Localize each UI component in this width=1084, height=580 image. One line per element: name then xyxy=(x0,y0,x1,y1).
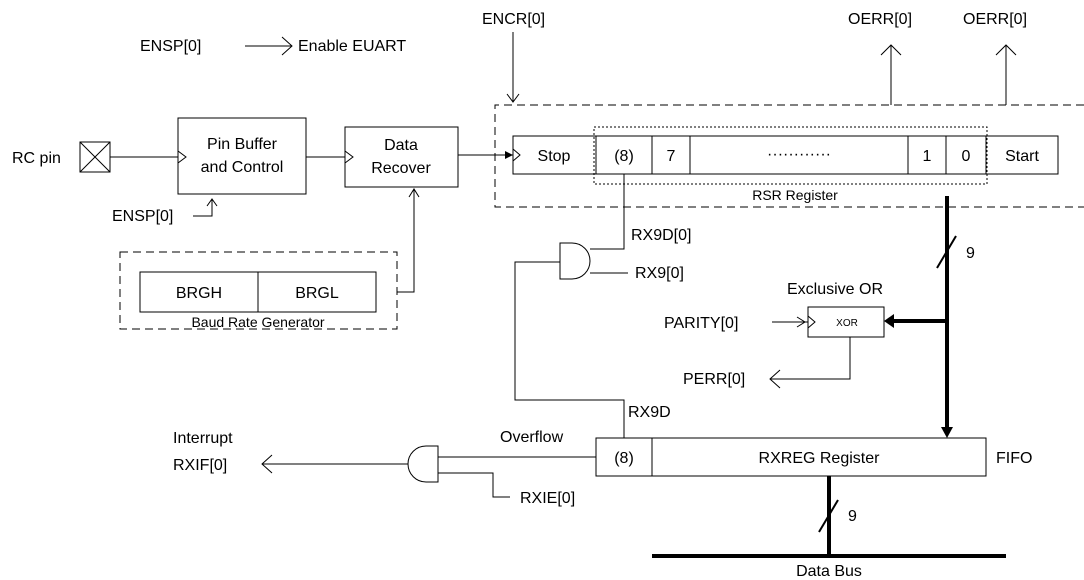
data-recover-label-2: Recover xyxy=(371,160,431,177)
encr-label: ENCR[0] xyxy=(482,11,545,28)
rc-pin-cross-b xyxy=(79,141,111,173)
interrupt-arrowhead xyxy=(261,454,273,474)
perr-label: PERR[0] xyxy=(683,371,745,388)
rsr-bit0-cell xyxy=(945,135,987,175)
rsr-start-cell xyxy=(985,135,1059,175)
baud-rate-generator-frame xyxy=(119,251,398,330)
rsr-start-label: Start xyxy=(1005,148,1039,165)
brg-to-recover-line xyxy=(397,190,415,293)
rxie-line xyxy=(438,472,510,498)
xor-clock-mark xyxy=(807,315,816,329)
rsr-to-rxreg-arrowhead xyxy=(941,427,953,438)
rsr-bit0-label: 0 xyxy=(962,148,971,165)
parity-label: PARITY[0] xyxy=(664,315,738,332)
brg-to-recover-arrowhead xyxy=(408,188,420,198)
oerr-label-1: OERR[0] xyxy=(848,11,912,28)
enable-arrow-head xyxy=(281,36,293,56)
rsr-bit1-cell xyxy=(907,135,947,175)
rsr-dots-label: ············ xyxy=(767,146,831,163)
pin-buffer-clock-mark xyxy=(177,150,187,164)
rsr-input-clock-mark xyxy=(512,148,521,162)
data-bus-label: Data Bus xyxy=(796,563,862,580)
brgl-box xyxy=(257,271,377,313)
and-output-to-rxreg-line xyxy=(514,261,625,438)
bus-width-label-1: 9 xyxy=(966,245,975,262)
xor-to-perr-line xyxy=(770,337,851,380)
rc-pin-label: RC pin xyxy=(12,150,61,167)
rxreg-bit8-label: (8) xyxy=(614,450,634,467)
brgh-label: BRGH xyxy=(176,285,222,302)
xor-label: XOR xyxy=(836,318,858,329)
ensp-bottom-arrowhead xyxy=(206,198,218,207)
data-recover-clock-mark xyxy=(344,150,354,164)
data-recover-label-1: Data xyxy=(384,137,418,154)
exclusive-or-label: Exclusive OR xyxy=(787,281,883,298)
rsr-bit7-label: 7 xyxy=(667,148,676,165)
bus-width-label-2: 9 xyxy=(848,508,857,525)
rxreg-register-cell xyxy=(651,437,987,477)
rx9-label: RX9[0] xyxy=(635,265,684,282)
encr-arrowhead xyxy=(506,93,520,103)
fifo-label: FIFO xyxy=(996,450,1032,467)
rsr-stop-label: Stop xyxy=(538,148,571,165)
bus-to-xor-arrowhead xyxy=(884,314,894,328)
rxreg-bit8-cell xyxy=(595,437,653,477)
rx9d0-line xyxy=(590,174,625,250)
data-recover-box xyxy=(344,126,459,188)
rsr-bit1-label: 1 xyxy=(923,148,932,165)
interrupt-label: Interrupt xyxy=(173,430,233,447)
perr-arrowhead xyxy=(769,369,781,389)
oerr-arrowhead-1 xyxy=(880,44,902,56)
oerr-label-2: OERR[0] xyxy=(963,11,1027,28)
rxif-label: RXIF[0] xyxy=(173,457,227,474)
bus-width-slash-1 xyxy=(936,235,957,269)
rsr-bit8-label: (8) xyxy=(614,148,634,165)
rsr-stop-cell xyxy=(512,135,597,175)
ensp-top-label: ENSP[0] xyxy=(140,38,201,55)
rsr-register-label: RSR Register xyxy=(752,187,838,203)
rsr-bit7-cell xyxy=(651,135,691,175)
brgh-box xyxy=(139,271,259,313)
brgl-label: BRGL xyxy=(295,285,339,302)
overflow-label: Overflow xyxy=(500,429,564,446)
interrupt-and-gate xyxy=(407,445,439,483)
ensp-bottom-line xyxy=(193,200,213,217)
pin-buffer-label-2: and Control xyxy=(201,159,284,176)
bus-width-slash-2 xyxy=(818,499,839,533)
rx9d-label: RX9D xyxy=(628,404,671,421)
rxreg-register-label: RXREG Register xyxy=(759,450,881,467)
rx9-and-gate xyxy=(559,242,591,280)
rsr-register-dotted-frame xyxy=(593,126,988,185)
recover-to-rsr-arrowhead xyxy=(505,151,513,159)
rsr-middle-cell xyxy=(689,135,909,175)
baud-rate-generator-label: Baud Rate Generator xyxy=(191,314,324,330)
rx9d0-label: RX9D[0] xyxy=(631,227,691,244)
oerr-arrowhead-2 xyxy=(995,44,1017,56)
parity-arrowhead xyxy=(796,316,806,328)
rxie-label: RXIE[0] xyxy=(520,490,575,507)
ensp-bottom-label: ENSP[0] xyxy=(112,208,173,225)
pin-buffer-box xyxy=(177,117,307,195)
enable-euart-label: Enable EUART xyxy=(298,38,406,55)
pin-buffer-label-1: Pin Buffer xyxy=(207,136,278,153)
rsr-bit8-cell xyxy=(595,135,653,175)
rsr-dashed-frame xyxy=(494,104,1084,208)
